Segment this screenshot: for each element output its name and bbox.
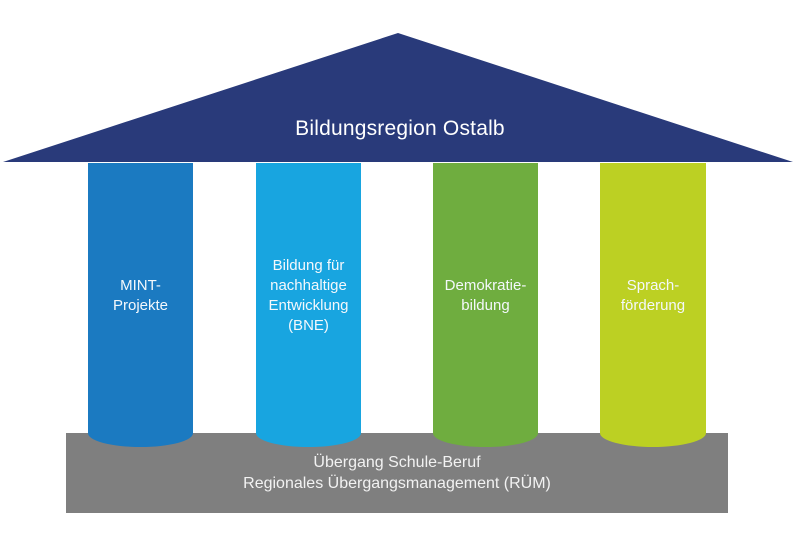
- pillar-label: Demokratie- bildung: [444, 277, 527, 314]
- base-bar: Übergang Schule-Beruf Regionales Übergan…: [66, 433, 728, 513]
- roof-triangle-icon: [3, 33, 793, 162]
- roof-title: Bildungsregion Ostalb: [295, 117, 505, 140]
- roof: [3, 33, 793, 162]
- pillar-label: Bildung für nachhaltige Entwicklung (BNE…: [268, 257, 349, 334]
- pillar-label: MINT- Projekte: [112, 277, 169, 314]
- pillar-bne: Bildung für nachhaltige Entwicklung (BNE…: [256, 163, 361, 447]
- base-label: Übergang Schule-Beruf Regionales Übergan…: [243, 454, 551, 492]
- pillar-sprachfoerderung: Sprach- förderung: [600, 163, 706, 447]
- pillar-label: Sprach- förderung: [620, 277, 686, 314]
- pillar-mint: MINT- Projekte: [88, 163, 193, 447]
- pillar-demokratie: Demokratie- bildung: [433, 163, 538, 447]
